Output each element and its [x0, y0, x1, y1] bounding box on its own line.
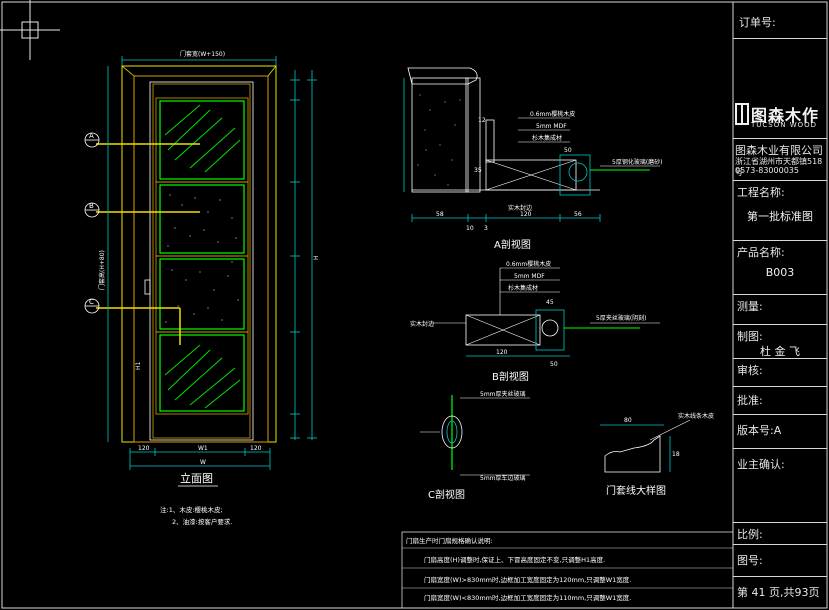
- dim-right-120: 120: [250, 445, 262, 452]
- note-2: 2、油漆:按客户要求.: [172, 517, 232, 526]
- trim-label: 实木线条木皮: [678, 412, 714, 420]
- trim-dim-18: 18: [672, 451, 680, 458]
- b-label-glass: 5厚夹丝玻璃(阴刻): [596, 314, 647, 322]
- spec-notes-table: 门扇生产时门扇规格确认说明: 门扇高度(H)调整时,保证上、下冒高度固定不变,只…: [401, 531, 734, 609]
- company-name: 图森木业有限公司: [735, 144, 823, 157]
- detail-b-title: B剖视图: [492, 370, 529, 383]
- brand-name: 图森木作: [751, 106, 820, 125]
- version-value: A: [773, 424, 782, 437]
- a-label-mdf: 5mm MDF: [536, 123, 567, 130]
- dim-w1: W1: [198, 445, 208, 452]
- marker-a: A: [89, 132, 94, 140]
- title-block: 订单号: 图森木作 TUCSON WOOD 图森木业有限公司 浙江省湖州市天都镇…: [733, 2, 827, 608]
- a-label-core: 杉木集成材: [532, 134, 562, 142]
- scale-label: 比例:: [737, 528, 763, 541]
- door-height-label: 门套高(H+80): [98, 250, 106, 290]
- brand-subtitle: TUCSON WOOD: [751, 121, 818, 129]
- b-label-edge: 实木封边: [410, 320, 434, 328]
- trim-detail: 80 18 实木线条木皮 门套线大样图: [600, 412, 714, 497]
- dim-left-120: 120: [138, 445, 150, 452]
- marker-c: C: [89, 298, 94, 306]
- detail-a: 0.6mm樱桃木皮 5mm MDF 杉木集成材 实木封边 5厚钢化玻璃(磨砂) …: [403, 67, 663, 251]
- a-dim-50: 50: [564, 147, 572, 154]
- drawing-no-label: 图号:: [737, 554, 763, 567]
- detail-b: 0.6mm樱桃木皮 5mm MDF 杉木集成材 实木封边 5厚夹丝玻璃(阴刻) …: [410, 260, 660, 383]
- draw-label: 制图:: [737, 330, 763, 343]
- detail-c-title: C剖视图: [428, 488, 465, 501]
- brand-logo-icon: [735, 103, 749, 125]
- ucs-cursor-icon: [0, 0, 60, 60]
- dim-h: H: [313, 255, 320, 260]
- b-label-core: 杉木集成材: [508, 284, 538, 292]
- note-1: 注:1、木皮:樱桃木皮;: [160, 505, 223, 514]
- c-label-bottom: 5mm厚车边玻璃: [480, 474, 526, 482]
- owner-confirm-label: 业主确认:: [737, 458, 785, 471]
- c-label-top: 5mm厚夹丝玻璃: [480, 390, 526, 398]
- trim-title: 门套线大样图: [606, 484, 666, 497]
- b-dim-120: 120: [496, 349, 508, 356]
- elevation-title: 立面图: [180, 471, 213, 485]
- detail-c: 5mm厚夹丝玻璃 5mm厚车边玻璃 C剖视图: [420, 390, 530, 501]
- page-info: 第 41 页,共93页: [737, 586, 820, 599]
- trim-dim-80: 80: [624, 417, 632, 424]
- order-no-label: 订单号:: [739, 16, 776, 29]
- door-elevation: 门套宽(W+150): [84, 50, 320, 487]
- marker-b: B: [89, 202, 94, 210]
- b-dim-45: 45: [546, 299, 554, 306]
- a-dim-12: 12: [478, 117, 486, 124]
- approve-label: 批准:: [737, 394, 763, 407]
- notes-title: 门扇生产时门扇规格确认说明:: [406, 536, 493, 545]
- b-label-veneer: 0.6mm樱桃木皮: [506, 260, 551, 268]
- version-label: 版本号:A: [737, 422, 829, 438]
- note-height: 门扇高度(H)调整时,保证上、下冒高度固定不变,只调整H1高度.: [424, 555, 605, 564]
- a-dim-10: 10: [466, 225, 474, 232]
- a-label-veneer: 0.6mm樱桃木皮: [530, 110, 575, 118]
- note-width-small: 门扇宽度(W)<830mm时,边框加工宽度固定为110mm,只调整W1宽度.: [424, 593, 631, 602]
- b-label-mdf: 5mm MDF: [514, 273, 545, 280]
- a-dim-3: 3: [484, 225, 488, 232]
- version-label-text: 版本号:: [737, 424, 774, 437]
- b-dim-50: 50: [550, 361, 558, 368]
- company-address: 浙江省湖州市天都镇518号: [735, 157, 823, 177]
- product-label: 产品名称:: [737, 246, 785, 259]
- project-label: 工程名称:: [737, 186, 785, 199]
- product-value: B003: [765, 266, 795, 279]
- door-width-label: 门套宽(W+150): [180, 50, 225, 58]
- a-dim-58: 58: [436, 211, 444, 218]
- dim-h1: H1: [135, 361, 142, 370]
- frosted-glass-pattern: [165, 194, 239, 323]
- a-dim-35: 35: [474, 167, 482, 174]
- company-phone: 0573-83000035: [735, 166, 799, 175]
- dim-w: W: [200, 459, 206, 466]
- measure-label: 测量:: [737, 300, 763, 313]
- draw-value: 杜 金 飞: [760, 345, 800, 358]
- a-label-glass: 5厚钢化玻璃(磨砂): [612, 158, 663, 166]
- detail-a-title: A剖视图: [494, 238, 531, 251]
- note-width-large: 门扇宽度(W)>830mm时,边框加工宽度固定为120mm,只调整W1宽度.: [424, 575, 631, 584]
- a-label-edge: 实木封边: [508, 204, 532, 212]
- review-label: 审核:: [737, 364, 763, 377]
- a-dim-56: 56: [574, 211, 582, 218]
- project-value: 第一批标准图: [747, 210, 813, 223]
- a-dim-120: 120: [520, 211, 532, 218]
